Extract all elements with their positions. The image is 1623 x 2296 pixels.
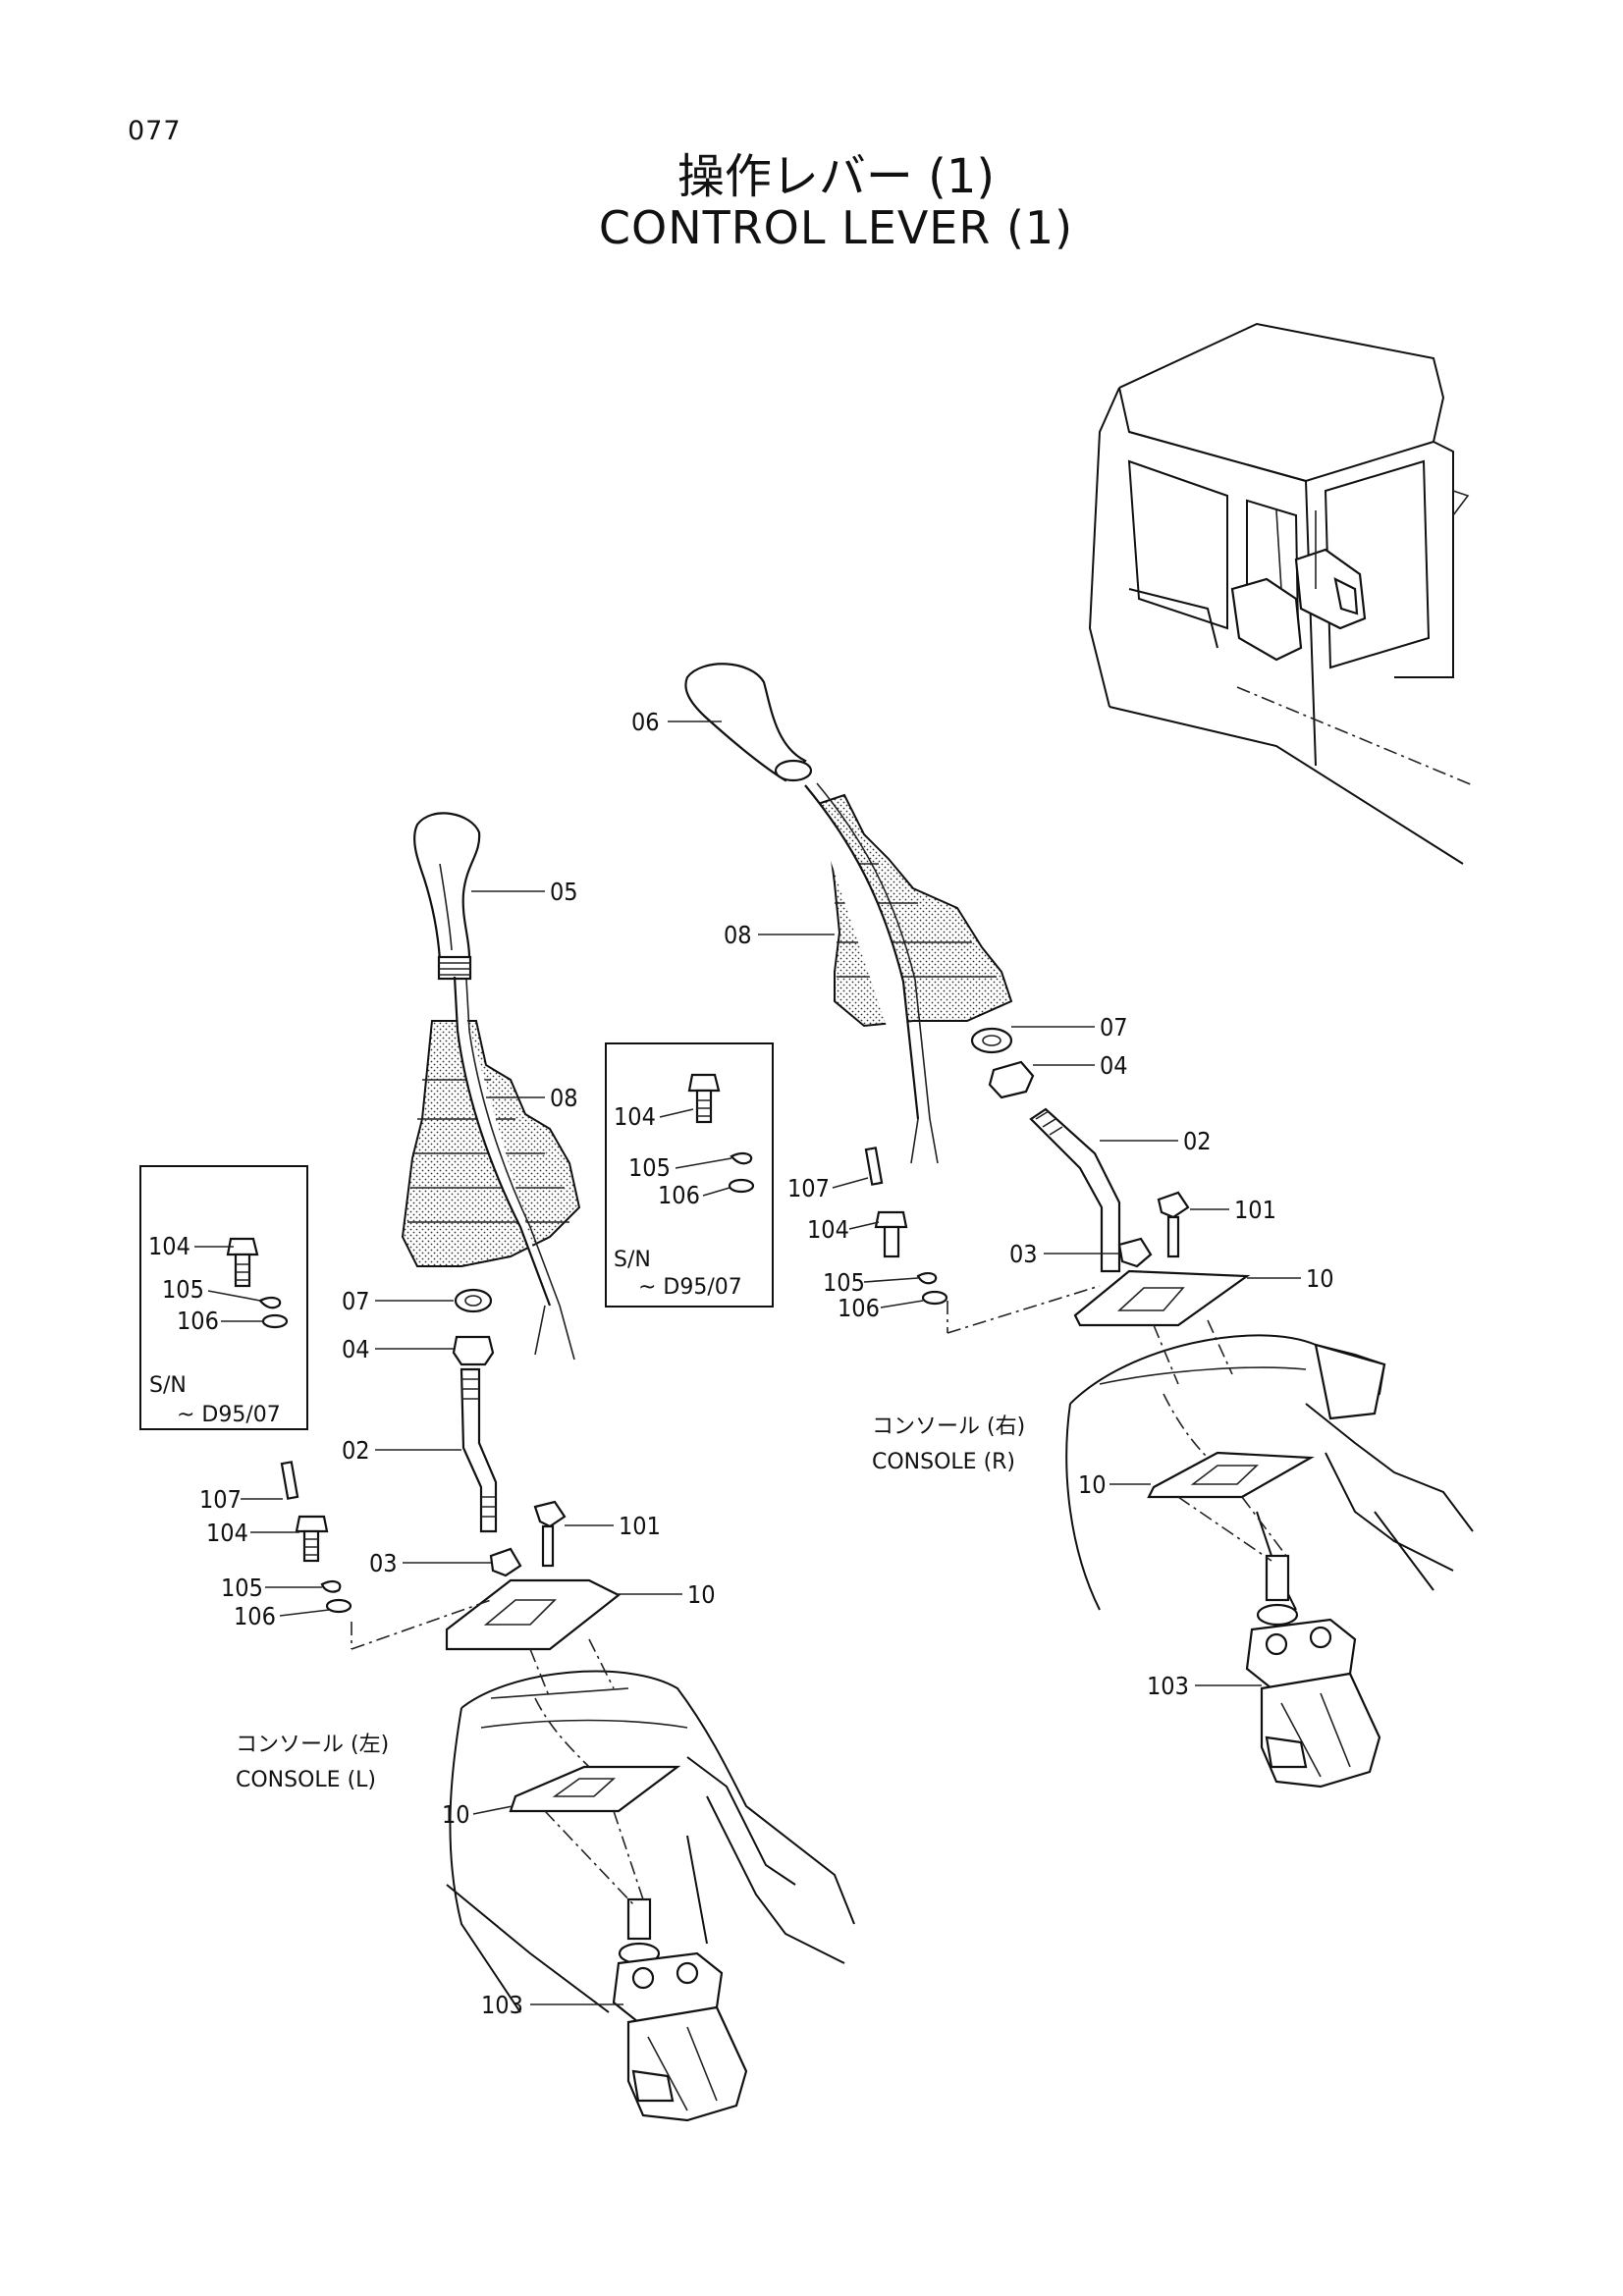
- callout-left-101: 101: [619, 1512, 661, 1540]
- cab-illustration: [1088, 322, 1474, 865]
- callout-left-106: 106: [234, 1602, 276, 1630]
- callout-right-02: 02: [1183, 1127, 1212, 1155]
- callout-left-07: 07: [342, 1287, 370, 1315]
- console-right-jp: コンソール (右): [872, 1415, 1025, 1439]
- callout-left-10-upper: 10: [687, 1580, 716, 1609]
- callout-right-101: 101: [1234, 1196, 1276, 1224]
- callout-left-105: 105: [221, 1574, 263, 1602]
- page-number: 077: [128, 116, 182, 146]
- callout-left-02: 02: [342, 1436, 370, 1465]
- callout-right-10-lower: 10: [1078, 1470, 1107, 1499]
- right-callouts: 06 08 07 04 02 107 104 101 03 105 106 10: [631, 708, 1334, 1700]
- left-callouts: 05 08 07 04 02 107 104 101 03 105 106 10: [199, 878, 716, 2019]
- callout-left-03: 03: [369, 1549, 398, 1577]
- title-japanese: 操作レバー (1): [676, 149, 996, 204]
- callout-left-08: 08: [550, 1084, 578, 1112]
- callout-right-104: 104: [807, 1215, 849, 1244]
- inset-box-left: 104 105 106 S/N ~ D95/07: [139, 1165, 308, 1430]
- callout-right-06: 06: [631, 708, 660, 736]
- inset-left-range: ~ D95/07: [177, 1403, 281, 1427]
- callout-left-10-lower: 10: [442, 1800, 470, 1829]
- right-lever-assembly: [684, 663, 1474, 1789]
- callout-left-104: 104: [206, 1519, 248, 1547]
- inset-left-104: 104: [148, 1232, 190, 1260]
- callout-left-107: 107: [199, 1485, 242, 1514]
- inset-right-106: 106: [658, 1181, 700, 1209]
- callout-right-08: 08: [724, 921, 752, 949]
- inset-right-range: ~ D95/07: [638, 1275, 742, 1300]
- callout-right-03: 03: [1009, 1240, 1038, 1268]
- inset-left-sn: S/N: [149, 1373, 187, 1398]
- callout-right-10-upper: 10: [1306, 1264, 1334, 1293]
- left-lever-assembly: [280, 812, 855, 2122]
- callout-right-103: 103: [1147, 1672, 1189, 1700]
- callout-left-05: 05: [550, 878, 578, 906]
- inset-left-105: 105: [162, 1275, 204, 1304]
- inset-right-sn: S/N: [614, 1248, 651, 1272]
- console-left-jp: コンソール (左): [236, 1733, 389, 1757]
- inset-left-106: 106: [177, 1307, 219, 1335]
- callout-left-04: 04: [342, 1335, 370, 1363]
- callout-right-106: 106: [838, 1294, 880, 1322]
- inset-right-105: 105: [628, 1153, 671, 1182]
- callout-right-105: 105: [823, 1268, 865, 1297]
- inset-box-right: 104 105 106 S/N ~ D95/07: [605, 1042, 774, 1308]
- callout-right-107: 107: [787, 1174, 830, 1202]
- console-right-en: CONSOLE (R): [872, 1450, 1015, 1474]
- callout-right-07: 07: [1100, 1013, 1128, 1041]
- title-english: CONTROL LEVER (1): [598, 201, 1074, 254]
- inset-right-104: 104: [614, 1102, 656, 1131]
- callout-left-103: 103: [481, 1991, 523, 2019]
- console-left-en: CONSOLE (L): [236, 1768, 376, 1792]
- console-labels: コンソール (左) CONSOLE (L) コンソール (右) CONSOLE …: [236, 1415, 1025, 1792]
- callout-right-04: 04: [1100, 1051, 1128, 1080]
